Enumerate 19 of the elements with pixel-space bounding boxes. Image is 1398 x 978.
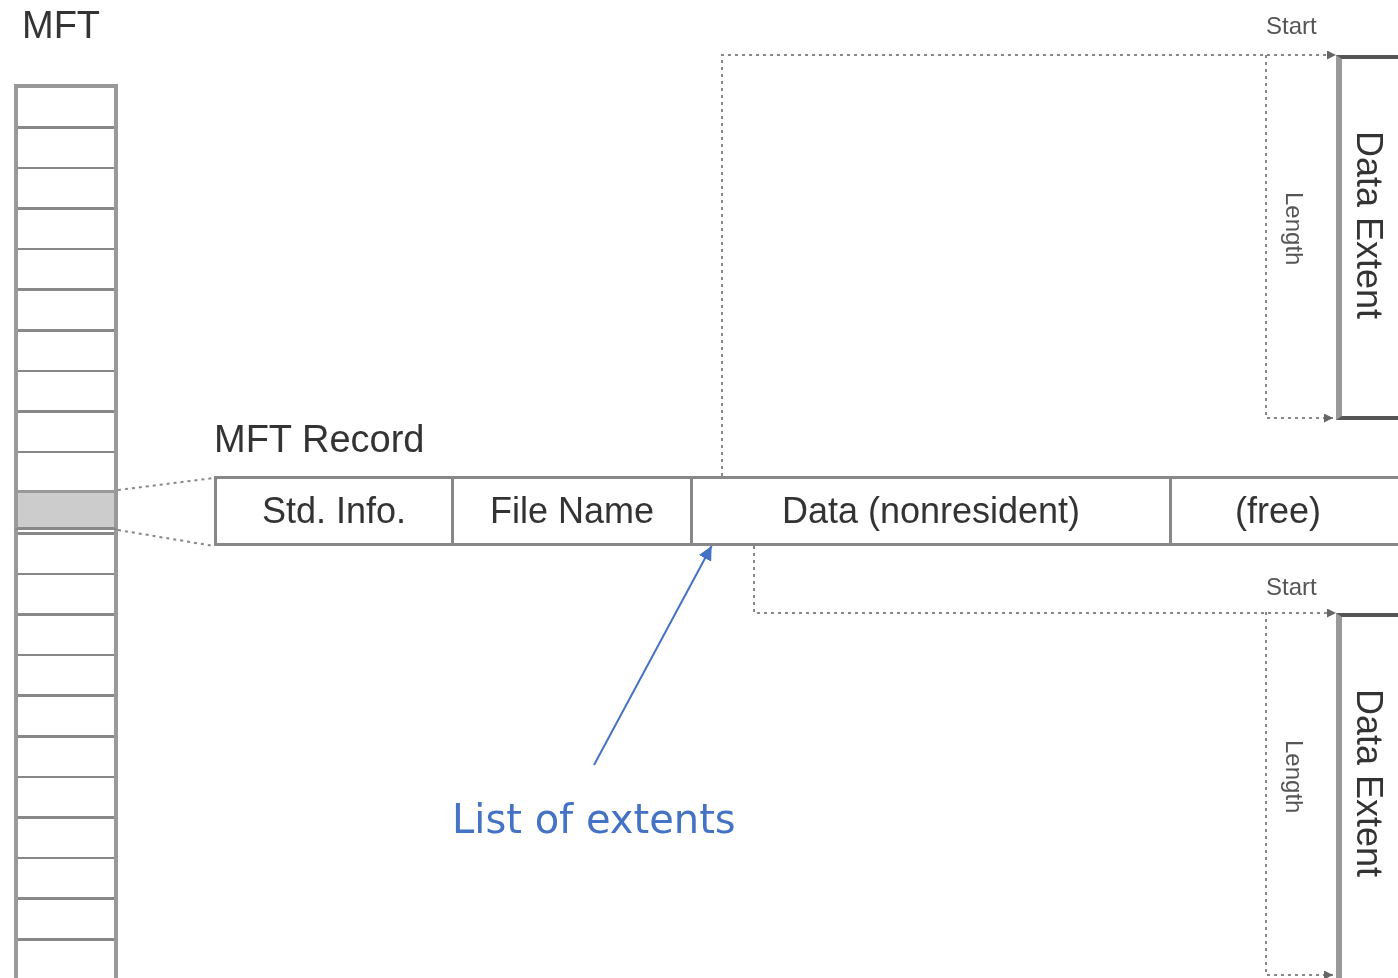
data-extent-block <box>1336 613 1398 978</box>
start-label: Start <box>1266 12 1317 40</box>
start-label: Start <box>1266 573 1317 601</box>
record-field: (free) <box>1169 476 1398 546</box>
length-label: Length <box>1280 192 1308 266</box>
dotted-connector <box>753 545 1337 618</box>
record-title: MFT Record <box>214 418 425 461</box>
record-field: File Name <box>451 476 690 546</box>
annotation-text: List of extents <box>452 796 732 852</box>
highlighted-record-row <box>14 490 118 530</box>
dotted-connector <box>721 50 1337 477</box>
extent-label: Data Extent <box>1348 131 1390 320</box>
length-label: Length <box>1280 740 1308 814</box>
arrow <box>593 545 713 766</box>
data-extent-block <box>1336 55 1398 420</box>
record-field: Std. Info. <box>214 476 451 546</box>
record-field: Data (nonresident) <box>690 476 1169 546</box>
extent-label: Data Extent <box>1348 689 1390 878</box>
table-title: MFT <box>22 4 101 47</box>
